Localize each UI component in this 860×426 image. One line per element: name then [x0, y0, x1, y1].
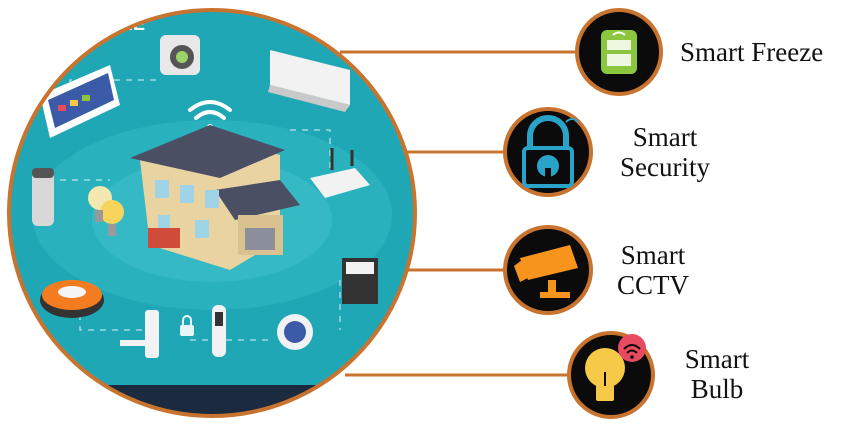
robot-vacuum-icon [40, 280, 104, 318]
label-bulb-line1: Smart [684, 344, 750, 374]
label-security-line2: Security [620, 152, 710, 182]
feature-freeze [575, 8, 663, 96]
feature-cctv [503, 225, 593, 315]
padlock-small-icon [180, 315, 194, 336]
remote-icon [212, 305, 226, 357]
cctv-camera-icon [514, 245, 578, 298]
label-smart-freeze: Smart Freeze [680, 37, 858, 67]
label-smart-security: Smart Security [605, 122, 725, 182]
label-security-line1: Smart [632, 122, 698, 152]
badge-security [503, 107, 593, 197]
label-smart-cctv: Smart CCTV [598, 240, 708, 300]
feature-security [503, 107, 593, 197]
smart-dial-icon [277, 314, 313, 350]
fridge-icon [601, 30, 637, 74]
label-cctv-line1: Smart [620, 240, 686, 270]
padlock-icon [522, 115, 579, 188]
house-icon [130, 125, 300, 270]
wifi-badge-icon [618, 334, 646, 362]
label-cctv-line2: CCTV [616, 270, 689, 300]
connectors [340, 50, 575, 377]
light-bulb-icon [585, 348, 625, 401]
air-conditioner-icon [268, 50, 350, 112]
coffee-machine-icon [342, 258, 378, 304]
thermostat-icon [160, 35, 200, 75]
label-smart-bulb: Smart Bulb [662, 344, 772, 404]
label-bulb-line2: Bulb [690, 374, 744, 404]
smart-speaker-icon [32, 168, 54, 226]
feature-bulb [567, 331, 655, 419]
hub-circle: ME [7, 8, 417, 418]
label-freeze-line1: Smart Freeze [680, 37, 824, 67]
tv-icon [40, 65, 120, 138]
router-icon [310, 148, 370, 198]
door-lock-icon [120, 310, 159, 358]
smart-bulbs-icon [88, 186, 124, 236]
hub-ring [7, 8, 417, 418]
